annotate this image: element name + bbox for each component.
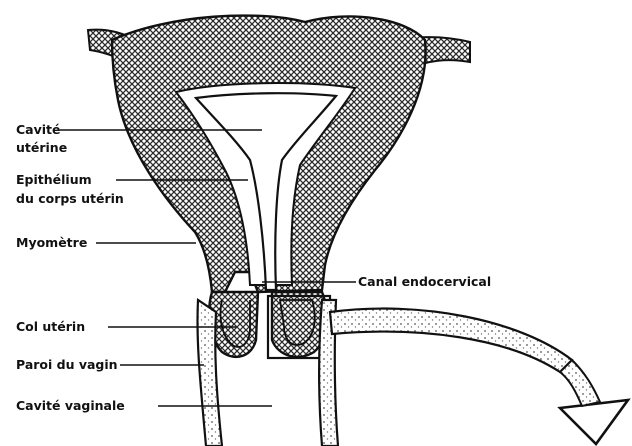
label-cavite-line1: Cavité [16, 122, 61, 137]
label-cavite-vaginale: Cavité vaginale [16, 398, 125, 413]
label-myometre: Myomètre [16, 235, 87, 250]
label-col-uterin: Col utérin [16, 319, 85, 334]
magnify-arrow [330, 309, 572, 372]
arrow-head [560, 400, 628, 444]
label-epithelium-line2: du corps utérin [16, 191, 124, 206]
label-epithelium-line1: Epithélium [16, 172, 92, 187]
label-canal-endocervical: Canal endocervical [358, 274, 491, 289]
label-paroi-vagin: Paroi du vagin [16, 357, 118, 372]
label-cavite-line2: utérine [16, 140, 67, 155]
